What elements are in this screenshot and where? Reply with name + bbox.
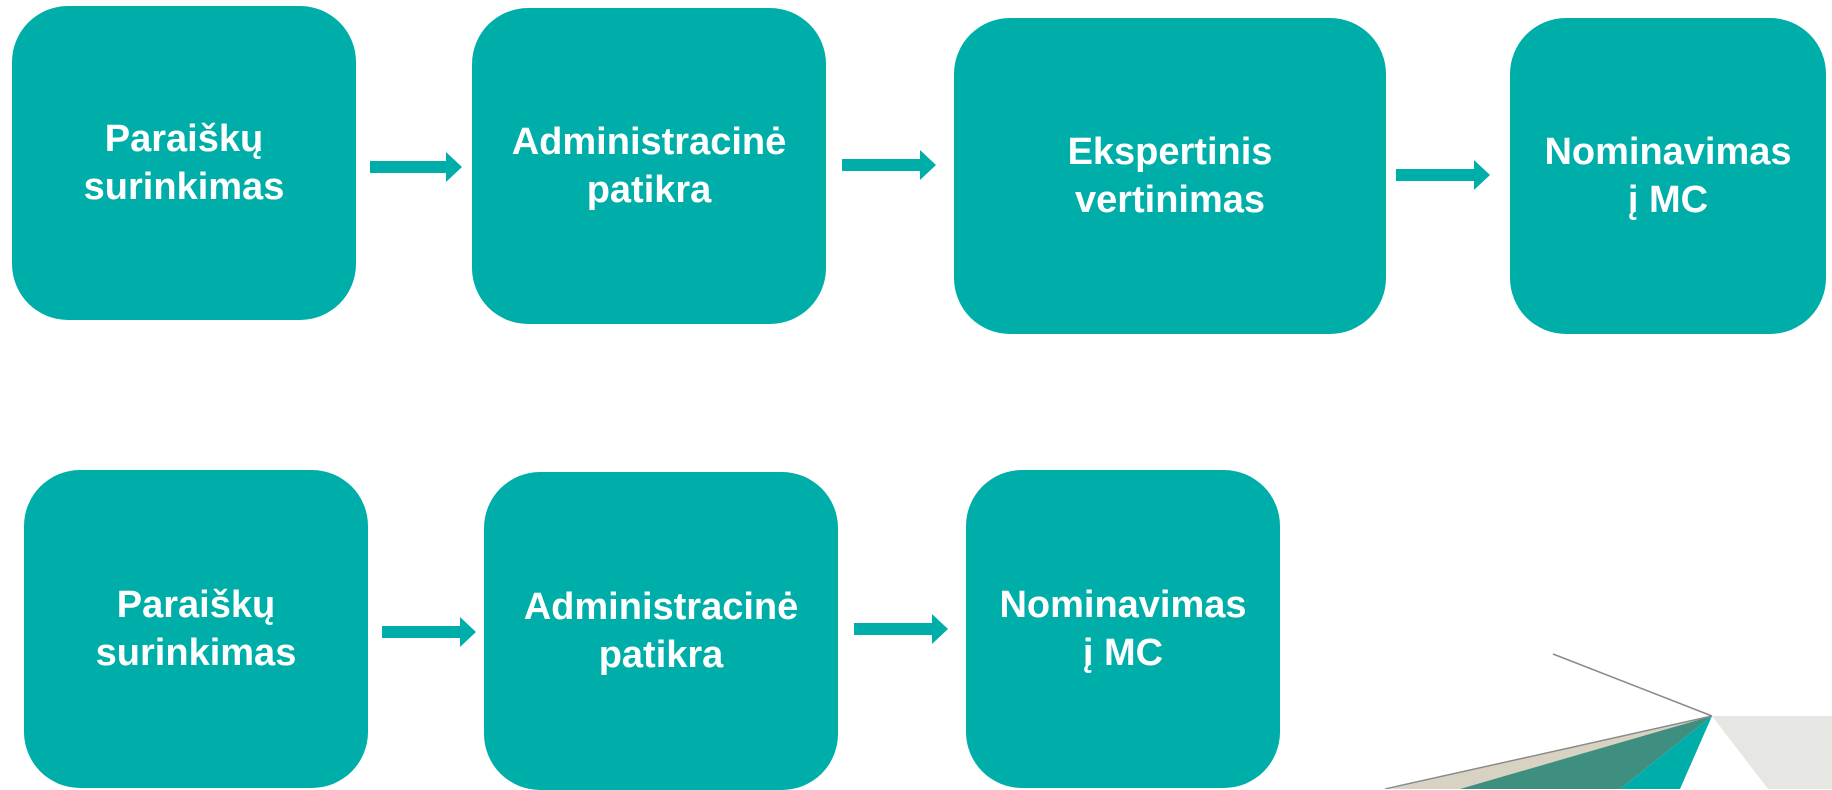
step-label: Administracinė patikra (523, 586, 799, 676)
step-label: Paraiškų surinkimas (83, 118, 285, 208)
row1-step-nomination: Nominavimas į MC (1510, 18, 1826, 334)
arrow-icon (842, 150, 936, 180)
step-label: Paraiškų surinkimas (95, 584, 297, 674)
arrow-icon (370, 152, 462, 182)
arrow-icon (382, 617, 476, 647)
row2-step-nomination: Nominavimas į MC (966, 470, 1280, 788)
arrow-icon (854, 614, 948, 644)
step-label: Nominavimas į MC (1544, 131, 1792, 221)
arrow-icon (1396, 160, 1490, 190)
row2-step-application-collection: Paraiškų surinkimas (24, 470, 368, 788)
step-label: Administracinė patikra (511, 121, 787, 211)
step-label: Nominavimas į MC (999, 584, 1247, 674)
row2-step-administrative-check: Administracinė patikra (484, 472, 838, 790)
row1-step-administrative-check: Administracinė patikra (472, 8, 826, 324)
step-label: Ekspertinis vertinimas (1067, 131, 1273, 221)
row1-step-application-collection: Paraiškų surinkimas (12, 6, 356, 320)
row1-step-expert-evaluation: Ekspertinis vertinimas (954, 18, 1386, 334)
